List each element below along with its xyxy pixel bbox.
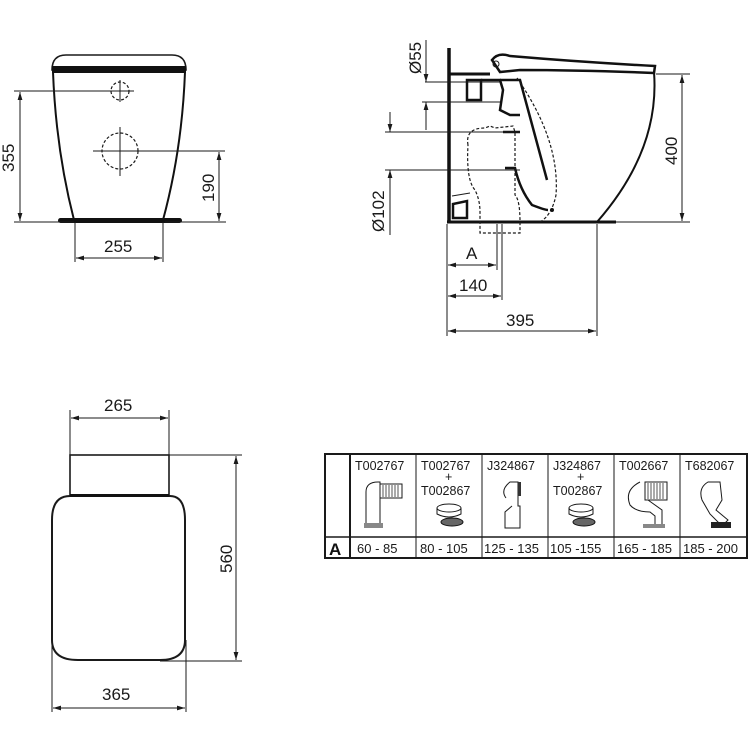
- dim-140-label: 140: [459, 276, 487, 295]
- svg-text:125 - 135: 125 - 135: [484, 541, 539, 556]
- connector-col-6: T682067 185 - 200: [683, 459, 738, 556]
- dim-190-label: 190: [199, 174, 218, 202]
- svg-text:+: +: [577, 470, 584, 484]
- lid-outline: [51, 54, 187, 71]
- angled-pan-connector-icon: [700, 481, 731, 528]
- dim-395-label: 395: [506, 311, 534, 330]
- connector-col-4: J324867 + T002867 105 -155: [550, 459, 602, 556]
- svg-text:+: +: [445, 470, 452, 484]
- offset-pan-connector-icon: [503, 481, 521, 529]
- front-view: 355 190 255: [0, 54, 226, 262]
- svg-text:T002867: T002867: [421, 484, 470, 498]
- top-view: 265 560 365: [51, 396, 242, 712]
- dim-355-label: 355: [0, 144, 18, 172]
- svg-text:T002767: T002767: [355, 459, 404, 473]
- seat-band: [52, 66, 186, 73]
- dim-102-label: Ø102: [369, 190, 388, 232]
- dim-560-label: 560: [217, 545, 236, 573]
- seat-outline: [51, 495, 186, 661]
- dim-55-label: Ø55: [406, 42, 425, 74]
- seat-lid: [490, 53, 657, 75]
- connector-table: A T002767 60 - 85 T002767 + T002867 80 -…: [324, 453, 748, 559]
- svg-text:105 -155: 105 -155: [550, 541, 601, 556]
- connector-col-5: T002667 165 - 185: [617, 459, 672, 556]
- dim-A-label: A: [466, 244, 478, 263]
- side-view: Ø55 Ø102 400 A 140 395: [369, 40, 690, 336]
- elbow-pan-connector-icon: [364, 481, 403, 528]
- svg-text:60 - 85: 60 - 85: [357, 541, 397, 556]
- svg-text:165 - 185: 165 - 185: [617, 541, 672, 556]
- svg-text:J324867: J324867: [487, 459, 535, 473]
- seal-ring-icon: [568, 503, 596, 527]
- svg-text:J324867: J324867: [553, 459, 601, 473]
- connector-col-2: T002767 + T002867 80 - 105: [420, 459, 470, 556]
- svg-text:185 - 200: 185 - 200: [683, 541, 738, 556]
- base-plate: [58, 218, 182, 223]
- connector-col-3: J324867 125 - 135: [484, 459, 539, 556]
- svg-text:80 - 105: 80 - 105: [420, 541, 468, 556]
- svg-text:T002767: T002767: [421, 459, 470, 473]
- row-label-A: A: [329, 540, 341, 559]
- dim-365-label: 365: [102, 685, 130, 704]
- dim-255-label: 255: [104, 237, 132, 256]
- swept-elbow-connector-icon: [627, 481, 668, 528]
- tank-outline: [69, 454, 170, 496]
- dim-265-label: 265: [104, 396, 132, 415]
- svg-text:T682067: T682067: [685, 459, 734, 473]
- bowl-outer: [596, 71, 656, 223]
- connector-col-1: T002767 60 - 85: [355, 459, 404, 556]
- svg-text:T002867: T002867: [553, 484, 602, 498]
- dim-400-label: 400: [662, 137, 681, 165]
- bowl-sides: [52, 71, 186, 221]
- svg-text:T002667: T002667: [619, 459, 668, 473]
- seal-ring-icon: [436, 503, 464, 527]
